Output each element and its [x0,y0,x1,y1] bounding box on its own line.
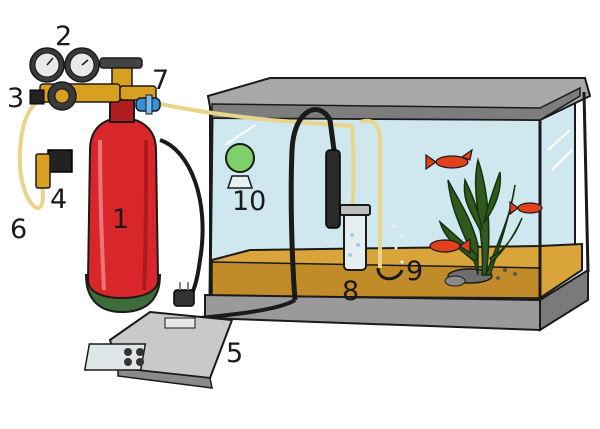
solenoid-valve [35,149,73,189]
bubble-diffuser [376,224,404,281]
co2-cylinder [84,99,162,314]
label-8: 8 [342,276,359,307]
rocks [444,268,517,287]
label-4: 4 [50,184,67,215]
tank-bottom-side [539,268,589,332]
co2-reactor [339,204,371,271]
co2-tube-6 [17,94,51,210]
label-2: 2 [55,21,72,52]
label-5: 5 [226,338,243,369]
power-plug [173,282,195,307]
needle-valve-icon [47,81,77,111]
glass-glare [547,129,571,151]
label-7: 7 [152,65,169,96]
glass-glare [551,149,573,171]
fish-1 [425,148,473,171]
gauge-right-icon [64,47,100,83]
co2-tube-reactor [350,125,356,211]
label-1: 1 [112,204,129,235]
tank-left-edge [208,117,214,297]
ph-electrode [288,107,341,301]
check-valve [135,94,161,115]
fish-2 [509,200,543,216]
drop-checker [225,143,255,189]
callout-labels: 1 2 3 4 5 6 7 8 9 10 [7,21,423,369]
label-6: 6 [10,214,27,245]
fish [425,148,543,255]
co2-tube-9 [359,118,382,268]
tank-back-right-edge [582,91,590,273]
label-9: 9 [406,256,423,287]
gauge-left-icon [29,47,65,83]
label-3: 3 [7,83,24,114]
power-cable [159,138,205,302]
ph-controller [83,310,234,389]
label-10: 10 [232,186,266,217]
fish-3 [429,237,471,255]
co2-tube-main [159,102,353,128]
glass-glare [224,124,256,146]
